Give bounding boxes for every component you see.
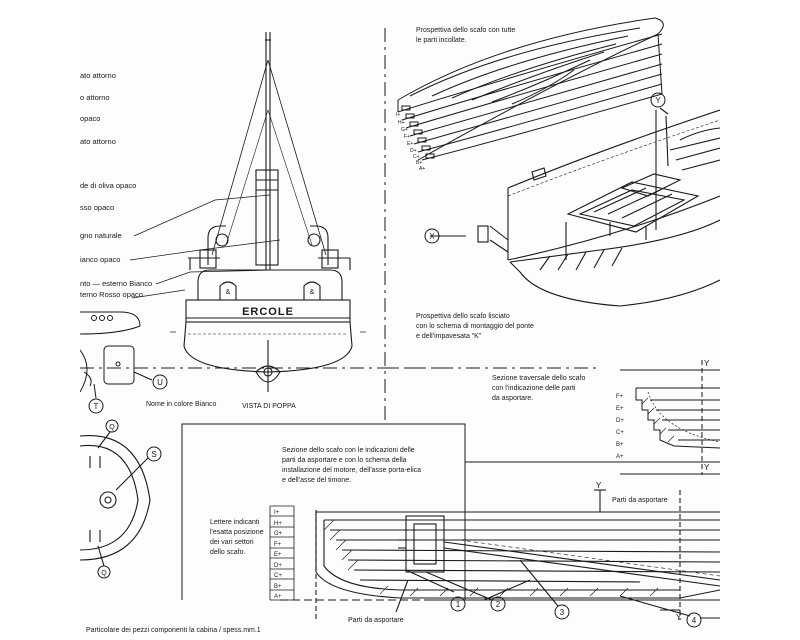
legend-item-5: de di oliva opaco: [80, 181, 136, 190]
glued-station-g: G+: [401, 127, 408, 133]
cross-section-caption-1: Sezione traversale dello scafo: [492, 375, 585, 382]
glued-station-b: B+: [416, 160, 422, 166]
long-y-right: Y: [676, 613, 682, 622]
long-section-caption-3: installazione del motore, dell'asse port…: [282, 467, 421, 474]
hull-glued-caption-1: Prospettiva dello scafo con tutte: [416, 27, 515, 34]
legend-item-1: ato attorno: [80, 71, 116, 80]
legend-item-7: gno naturale: [80, 231, 122, 240]
long-station-h: H+: [274, 521, 282, 527]
section-dividers: [80, 28, 720, 601]
cross-station-c: C+: [616, 430, 624, 436]
long-station-a: A+: [274, 594, 282, 600]
long-section: Sezione dello scafo con le indicazioni d…: [210, 447, 720, 628]
long-station-e: E+: [274, 552, 282, 558]
glued-station-c: C+: [413, 154, 420, 160]
callout-y: Y: [650, 92, 666, 108]
stern-view: & & ERCOLE Nome in colore Bianco VISTA D…: [146, 32, 366, 410]
glued-station-d: D+: [410, 148, 417, 154]
cross-station-d: D+: [616, 418, 624, 424]
letters-caption-2: l'esatta posizione: [210, 529, 264, 536]
callout-q-bottom-label: Q: [101, 570, 107, 577]
callout-2: 2: [490, 596, 506, 612]
legend-item-3: opaco: [80, 114, 100, 123]
long-station-f: F+: [274, 542, 282, 548]
cross-station-a: A+: [616, 454, 624, 460]
legend-item-4: ato attorno: [80, 137, 116, 146]
small-parts-left: [80, 311, 153, 399]
name-plate: ERCOLE: [242, 306, 294, 318]
parts-to-remove-lower: Parti da asportare: [348, 617, 404, 624]
callout-q-bottom: Q: [97, 565, 111, 579]
callout-x-label: X: [429, 232, 435, 241]
legend-item-10: terno Rosso opaco: [80, 290, 143, 299]
cross-station-b: B+: [616, 442, 624, 448]
glued-station-f: F+: [404, 134, 410, 140]
callout-3-label: 3: [560, 608, 565, 617]
hull-smoothed-caption-3: e dell'impavesata “K”: [416, 333, 482, 340]
callout-u-label: U: [157, 378, 163, 387]
legend-leader-lines: [129, 194, 281, 299]
station-marker-column: I+ H+ G+ F+ E+ D+ C+ B+ A+: [269, 505, 295, 601]
hull-smoothed-caption-2: con lo schema di montaggio del ponte: [416, 323, 534, 330]
callout-y-label: Y: [655, 96, 661, 105]
long-y-left: Y: [596, 481, 602, 490]
letters-caption-1: Lettere indicanti: [210, 519, 260, 526]
footer-caption: Particolare dei pezzi componenti la cabi…: [86, 627, 261, 634]
legend-item-6: sso opaco: [80, 203, 114, 212]
callout-4-label: 4: [692, 616, 697, 625]
cross-y-bottom: Y: [704, 463, 710, 472]
long-station-g: G+: [274, 531, 283, 537]
glued-station-e: E+: [407, 141, 413, 147]
cabin-symbol-right: &: [310, 289, 315, 296]
legend-item-9: nto — esterno Bianco: [80, 279, 152, 288]
cross-section-caption-3: da asportare.: [492, 395, 533, 402]
callout-1-label: 1: [456, 600, 461, 609]
callout-1: 1: [450, 596, 466, 612]
glued-station-i: I+: [396, 112, 400, 118]
callout-3: 3: [554, 604, 570, 620]
long-station-i: I+: [274, 510, 280, 516]
long-section-caption-1: Sezione dello scafo con le indicazioni d…: [282, 447, 415, 454]
parts-to-remove-upper: Parti da asportare: [612, 497, 668, 504]
long-section-caption-2: parti da asportare e con lo schema della: [282, 457, 407, 464]
cross-y-top: Y: [704, 359, 710, 368]
callout-s: S: [146, 446, 162, 462]
callout-u: U: [152, 374, 168, 390]
glued-station-a: A+: [419, 166, 425, 172]
hull-glued-perspective: Prospettiva dello scafo con tutte le par…: [396, 17, 664, 172]
letters-caption-4: dello scafo.: [210, 549, 245, 556]
drawing-sheet: ato attorno o attorno opaco ato attorno …: [80, 0, 720, 640]
hull-smoothed-perspective: X Y Prospettiva dello scafo lisciato con…: [416, 92, 720, 340]
caption-stern-view: VISTA DI POPPA: [242, 403, 296, 410]
hull-glued-caption-2: le parti incollate.: [416, 37, 467, 44]
long-hull-outline: [315, 489, 720, 620]
cross-station-f: F+: [616, 394, 624, 400]
callout-4: 4: [686, 612, 702, 628]
long-station-c: C+: [274, 573, 282, 579]
legend-item-8: ianco opaco: [80, 255, 120, 264]
callout-x: X: [424, 228, 440, 244]
long-section-caption-4: e dell'asse del timone.: [282, 477, 351, 484]
long-station-b: B+: [274, 584, 282, 590]
cabin-top-parts: [80, 431, 151, 567]
cross-section-caption-2: con l'indicazione delle parti: [492, 385, 576, 392]
cross-section: Sezione traversale dello scafo con l'ind…: [492, 359, 720, 475]
technical-drawing: ato attorno o attorno opaco ato attorno …: [80, 17, 720, 634]
callout-t-label: T: [94, 402, 99, 411]
glued-station-h: H+: [398, 120, 405, 126]
callout-q-top-label: Q: [109, 424, 115, 431]
long-station-d: D+: [274, 563, 282, 569]
caption-name-color: Nome in colore Bianco: [146, 401, 217, 408]
left-legend: ato attorno o attorno opaco ato attorno …: [80, 71, 281, 299]
callout-q-top: Q: [105, 419, 119, 433]
callout-t: T: [88, 398, 104, 414]
cross-station-e: E+: [616, 406, 624, 412]
callout-s-label: S: [151, 450, 156, 459]
hull-smoothed-caption-1: Prospettiva dello scafo lisciato: [416, 313, 510, 320]
cabin-symbol-left: &: [226, 289, 231, 296]
callout-2-label: 2: [496, 600, 501, 609]
legend-item-2: o attorno: [80, 93, 110, 102]
letters-caption-3: dei vari settori: [210, 539, 254, 546]
